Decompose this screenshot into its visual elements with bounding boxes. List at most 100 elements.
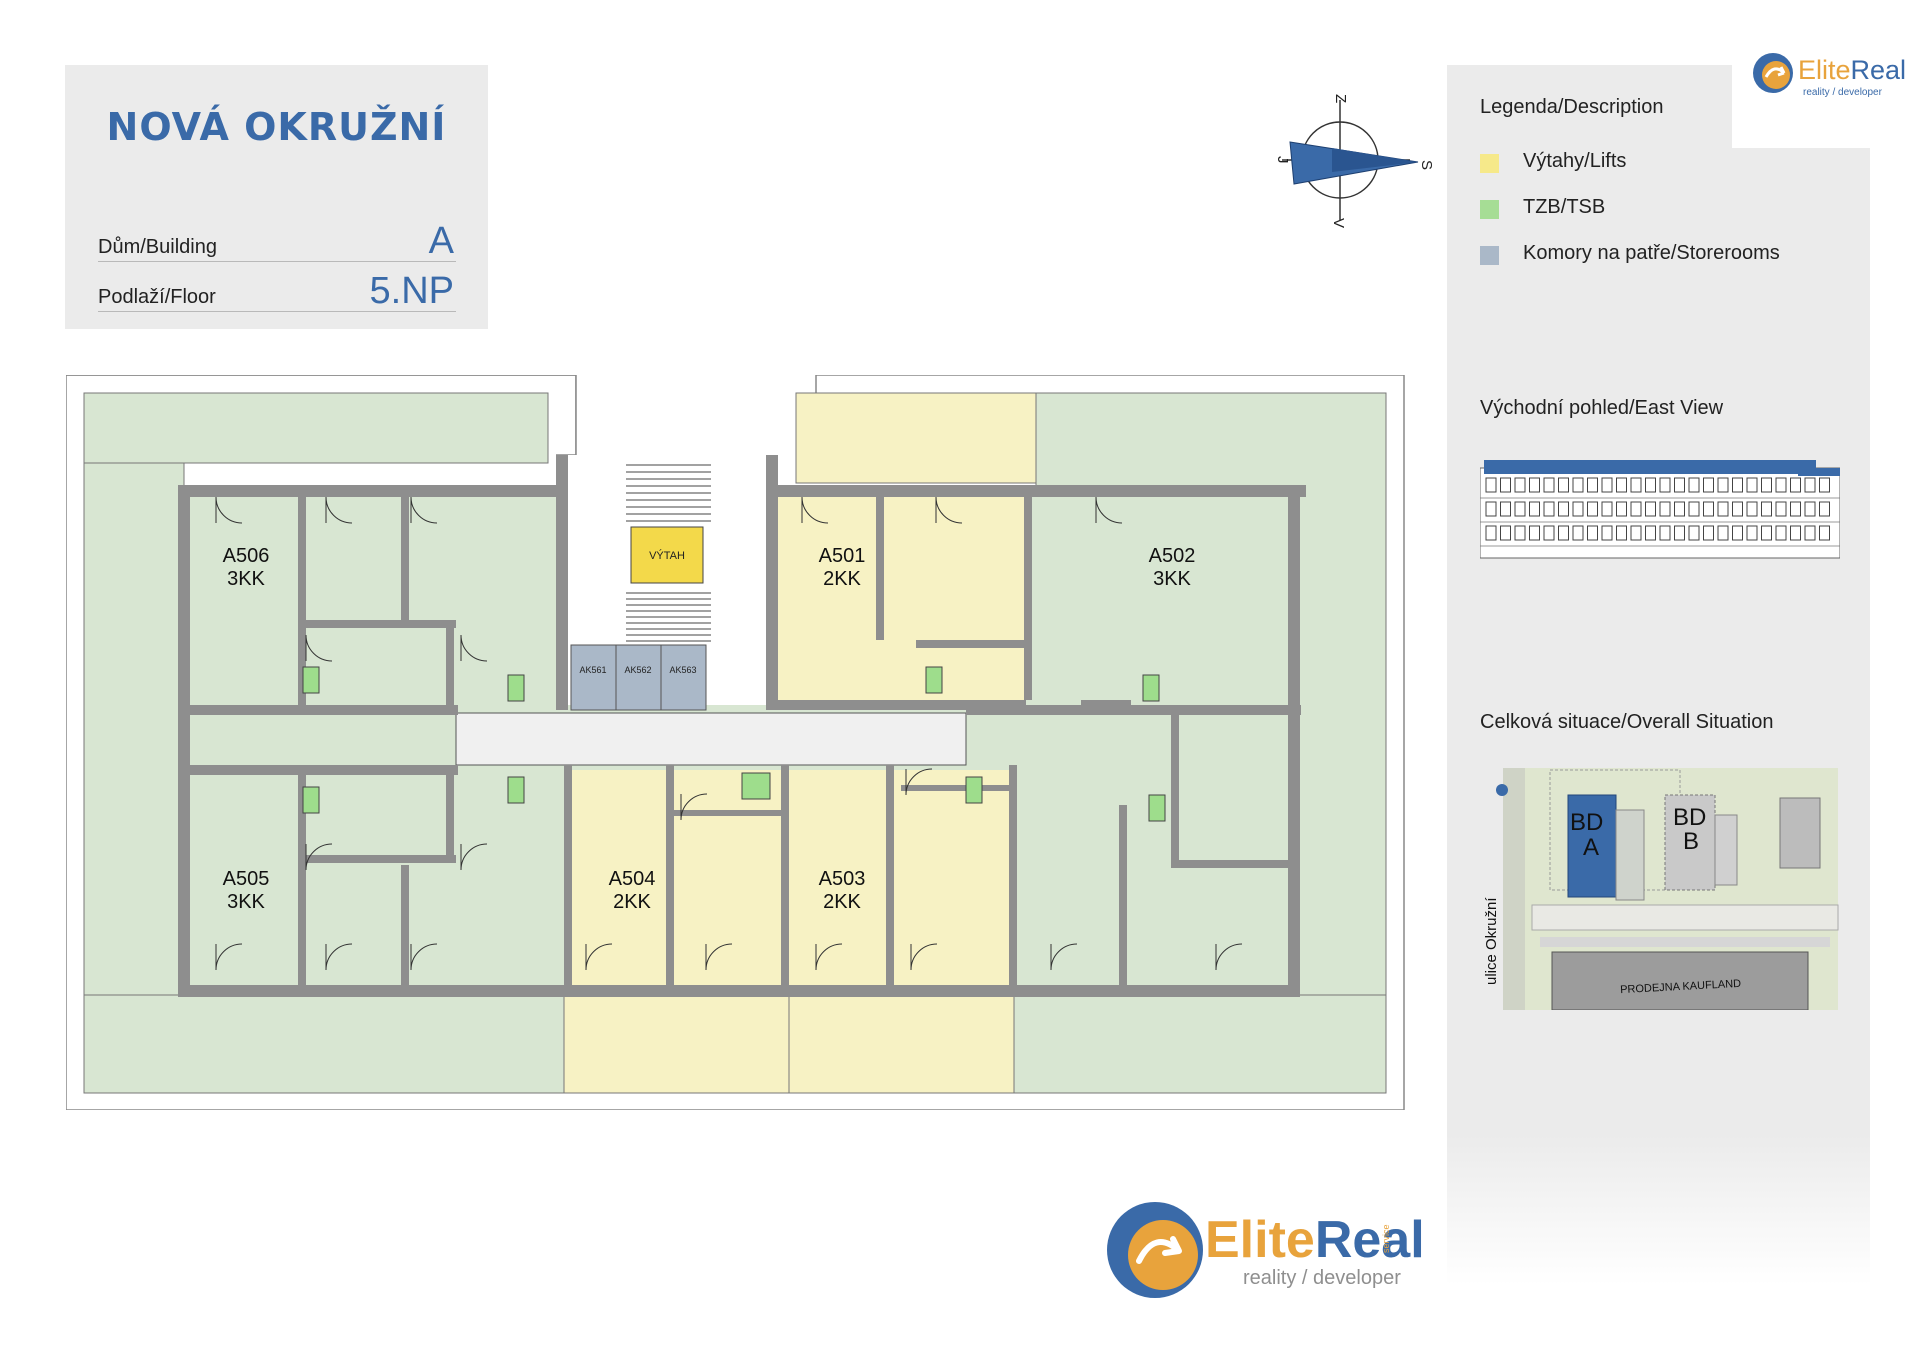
elevation-window [1732,477,1743,493]
door-swing [585,943,613,971]
legend-label-storerooms: Komory na patře/Storerooms [1523,242,1780,264]
apartment-type: 3KK [1153,568,1191,590]
elevation-window [1485,501,1497,517]
legend-swatch-tsb [1480,200,1499,219]
elevation-window [1717,477,1729,493]
door-swing [935,496,963,524]
elevation-window [1558,477,1569,493]
elevation-window [1761,477,1772,493]
elevation-window [1703,477,1714,493]
apartment-type: 2KK [823,568,861,590]
elevation-window [1790,477,1801,493]
elevation-window [1587,525,1598,541]
elevation-window [1674,501,1685,517]
panel-fade [1447,1135,1870,1285]
elevation-window [1601,501,1613,517]
elevation-window [1819,477,1830,493]
elevation-window [1804,525,1816,541]
situation-building-a-1: BD [1570,809,1603,836]
lift [630,526,704,584]
elevation-window [1659,501,1671,517]
door-swing [1215,943,1243,971]
project-title: NOVÁ OKRUŽNÍ [106,105,447,149]
situation-map: BD A BD B PRODEJNA KAUFLAND ulice Okružn… [1483,768,1839,1010]
floor-plan: VÝTAH AK561 AK562 AK563 [66,375,1405,1110]
elevation-window [1572,501,1584,517]
elevation-window [1804,477,1816,493]
elevation-window [1572,525,1584,541]
situation-street: ulice Okružní [1483,897,1500,985]
apartment-id: A502 [1149,545,1196,567]
apartment-id: A503 [819,868,866,890]
elevation-window [1543,525,1555,541]
elevation-window [1514,525,1526,541]
elevation-window [1645,477,1656,493]
door-swing [815,943,843,971]
door-swing [305,634,333,662]
floor-label: Podlaží/Floor [98,286,216,308]
elevation-window [1688,501,1700,517]
elevation-window [1703,525,1714,541]
legend-label-lifts: Výtahy/Lifts [1523,150,1627,172]
elevation-window [1746,525,1758,541]
elevation-window [1616,501,1627,517]
apartment-id: A501 [819,545,866,567]
elevation-window [1529,525,1540,541]
elevation-window [1616,477,1627,493]
compass-j: J [1274,156,1291,164]
elevation-window [1543,477,1555,493]
door-swing [910,943,938,971]
elevation-window [1688,477,1700,493]
situation-building-b-2: B [1683,828,1699,855]
legend-title: Legenda/Description [1480,96,1664,118]
elevation-window [1529,477,1540,493]
elevation-window [1616,525,1627,541]
elevation-window [1674,525,1685,541]
situation-building-a-2: A [1583,834,1599,861]
elevation-window [1630,501,1642,517]
door-swing [905,768,933,796]
apartment-type: 2KK [613,891,651,913]
title-box: NOVÁ OKRUŽNÍ Dům/Building A Podlaží/Floo… [65,65,488,329]
svg-text:EliteReal: EliteReal [1798,55,1906,85]
door-swing [1095,496,1123,524]
elevation-window [1500,501,1511,517]
elevation-window [1790,501,1801,517]
east-view-title: Východní pohled/East View [1480,397,1724,419]
arrow-icon [1764,66,1786,78]
compass-icon: S J Z V [1274,94,1435,228]
compass-s: S [1418,160,1435,170]
elevation-window [1761,525,1772,541]
situation-building-b-1: BD [1673,804,1706,831]
elevation-window [1775,525,1787,541]
elevation-window [1659,525,1671,541]
elevation-window [1630,477,1642,493]
small-logo-real: Real [1851,55,1907,85]
elevation-window [1732,525,1743,541]
building-row: Dům/Building A [98,215,456,262]
door-swing [305,843,333,871]
info-panel: Legenda/Description Výtahy/Lifts TZB/TSB… [1447,65,1870,1135]
legend-label-tsb: TZB/TSB [1523,196,1606,218]
legend-swatch-storerooms [1480,246,1499,265]
elevation-window [1790,525,1801,541]
elevation-window [1761,501,1772,517]
brand-logo-large: EliteReal reality / developer service [1107,1202,1425,1298]
door-swing [460,634,488,662]
elevation-window [1775,501,1787,517]
east-view-elevation [1480,460,1840,559]
door-swing [680,793,708,821]
door-swing [1050,943,1078,971]
elevation-window [1746,477,1758,493]
elevation-window [1514,477,1526,493]
large-logo-real: Real [1315,1211,1425,1269]
elevation-window [1775,477,1787,493]
building-label: Dům/Building [98,236,217,258]
brand-logo-small: EliteReal reality / developer [1753,53,1906,98]
legend-swatch-lifts [1480,154,1499,173]
storeroom-label: AK563 [669,665,696,675]
large-logo-service: service [1381,1224,1391,1253]
apartment-id: A505 [223,868,270,890]
elevation-window [1572,477,1584,493]
elevation-window [1514,501,1526,517]
